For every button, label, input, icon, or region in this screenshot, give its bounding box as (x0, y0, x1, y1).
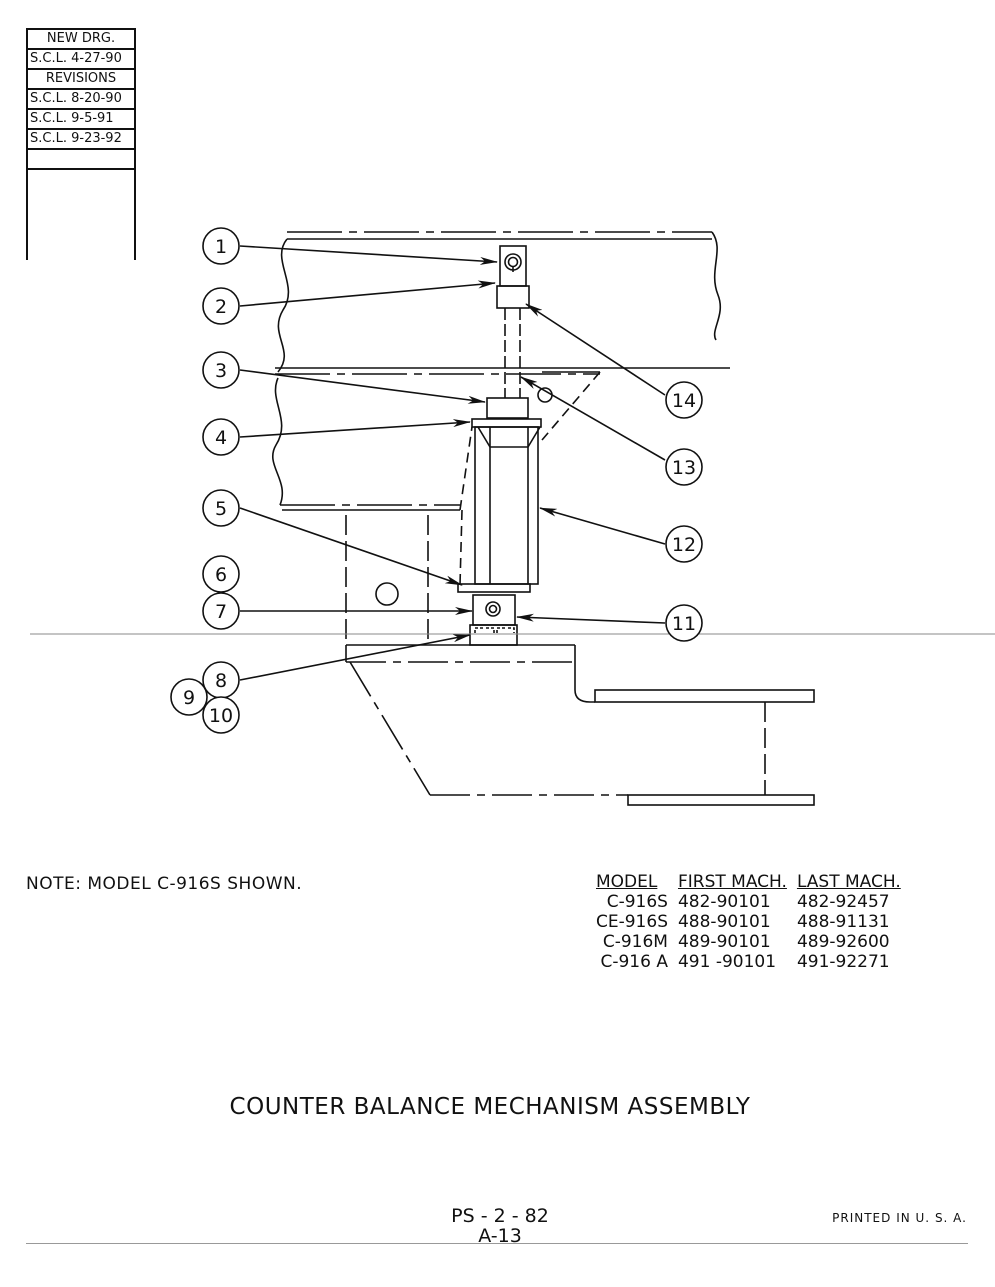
new-drg-entry: S.C.L. 4-27-90 (28, 50, 134, 70)
page-subcode: A-13 (478, 1225, 522, 1247)
leader-13 (520, 376, 666, 461)
callout-4: 4 (202, 418, 240, 456)
frame-middle (272, 371, 601, 511)
revision-block: NEW DRG. S.C.L. 4-27-90 REVISIONS S.C.L.… (26, 28, 136, 260)
cell-model: C-916S (606, 892, 668, 912)
footer-rule (26, 1243, 968, 1244)
revisions-label: REVISIONS (28, 70, 134, 90)
base-block (345, 515, 628, 796)
leader-4 (239, 419, 471, 438)
model-note: NOTE: MODEL C-916S SHOWN. (26, 874, 303, 894)
svg-text:4: 4 (215, 427, 227, 449)
table-row: C-916S 482-90101 482-92457 (596, 892, 911, 912)
leader-8 (239, 634, 471, 681)
svg-text:14: 14 (672, 390, 696, 412)
cell-model: CE-916S (596, 912, 668, 932)
leader-3 (239, 369, 486, 404)
cell-model: C-916M (602, 932, 668, 952)
callout-10: 10 (202, 696, 240, 734)
header-first-mach: FIRST MACH. (677, 872, 787, 892)
callout-14: 14 (665, 381, 703, 419)
svg-text:9: 9 (183, 687, 195, 709)
cell-model: C-916 A (600, 952, 668, 972)
header-last-mach: LAST MACH. (796, 872, 901, 892)
revision-entry-empty (28, 150, 134, 170)
table-header-row: MODEL FIRST MACH. LAST MACH. (596, 872, 911, 892)
housing-outline (459, 426, 473, 586)
revision-entry: S.C.L. 8-20-90 (28, 90, 134, 110)
svg-text:12: 12 (672, 534, 696, 556)
cell-first: 491 -90101 (677, 952, 777, 972)
revision-entry: S.C.L. 9-5-91 (28, 110, 134, 130)
svg-text:2: 2 (215, 296, 227, 318)
callout-3: 3 (202, 351, 240, 389)
cell-first: 482-90101 (677, 892, 771, 912)
callout-2: 2 (202, 287, 240, 325)
header-model: MODEL (596, 872, 658, 892)
table-row: C-916M 489-90101 489-92600 (596, 932, 911, 952)
leader-12 (539, 507, 666, 545)
revision-entry: S.C.L. 9-23-92 (28, 130, 134, 150)
table-row: CE-916S 488-90101 488-91131 (596, 912, 911, 932)
svg-text:1: 1 (215, 236, 227, 258)
callout-1: 1 (202, 227, 240, 265)
new-drg-label: NEW DRG. (28, 30, 134, 50)
svg-text:6: 6 (215, 564, 227, 586)
callout-12: 12 (665, 525, 703, 563)
svg-text:7: 7 (215, 601, 227, 623)
svg-text:8: 8 (215, 670, 227, 692)
page-code: PS - 2 - 82 A-13 (420, 1206, 580, 1246)
leader-5 (239, 507, 463, 586)
callout-6: 6 (202, 555, 240, 593)
callout-13: 13 (665, 448, 703, 486)
table-row: C-916 A 491 -90101 491-92271 (596, 952, 911, 972)
cell-last: 488-91131 (796, 912, 890, 932)
callout-7: 7 (202, 592, 240, 630)
cell-first: 488-90101 (677, 912, 771, 932)
page-number: PS - 2 - 82 (451, 1205, 549, 1227)
leader-1 (239, 245, 498, 265)
svg-text:5: 5 (215, 498, 227, 520)
svg-text:3: 3 (215, 360, 227, 382)
callout-5: 5 (202, 489, 240, 527)
counter-balance-cylinder (457, 245, 542, 646)
model-serial-table: MODEL FIRST MACH. LAST MACH. C-916S 482-… (596, 872, 911, 972)
leader-11 (516, 613, 666, 624)
leader-14 (525, 303, 666, 396)
svg-text:10: 10 (209, 705, 233, 727)
frame-upper (275, 231, 730, 375)
svg-text:11: 11 (672, 613, 696, 635)
svg-text:13: 13 (672, 457, 696, 479)
printed-in-usa: PRINTED IN U. S. A. (832, 1211, 967, 1225)
callout-9: 9 (170, 678, 208, 716)
leader-2 (239, 280, 496, 307)
cell-first: 489-90101 (677, 932, 771, 952)
cell-last: 491-92271 (796, 952, 890, 972)
cell-last: 489-92600 (796, 932, 890, 952)
callout-8: 8 (202, 661, 240, 699)
cell-last: 482-92457 (796, 892, 890, 912)
callout-11: 11 (665, 604, 703, 642)
drawing-title: COUNTER BALANCE MECHANISM ASSEMBLY (229, 1094, 751, 1120)
right-foot (594, 689, 815, 806)
